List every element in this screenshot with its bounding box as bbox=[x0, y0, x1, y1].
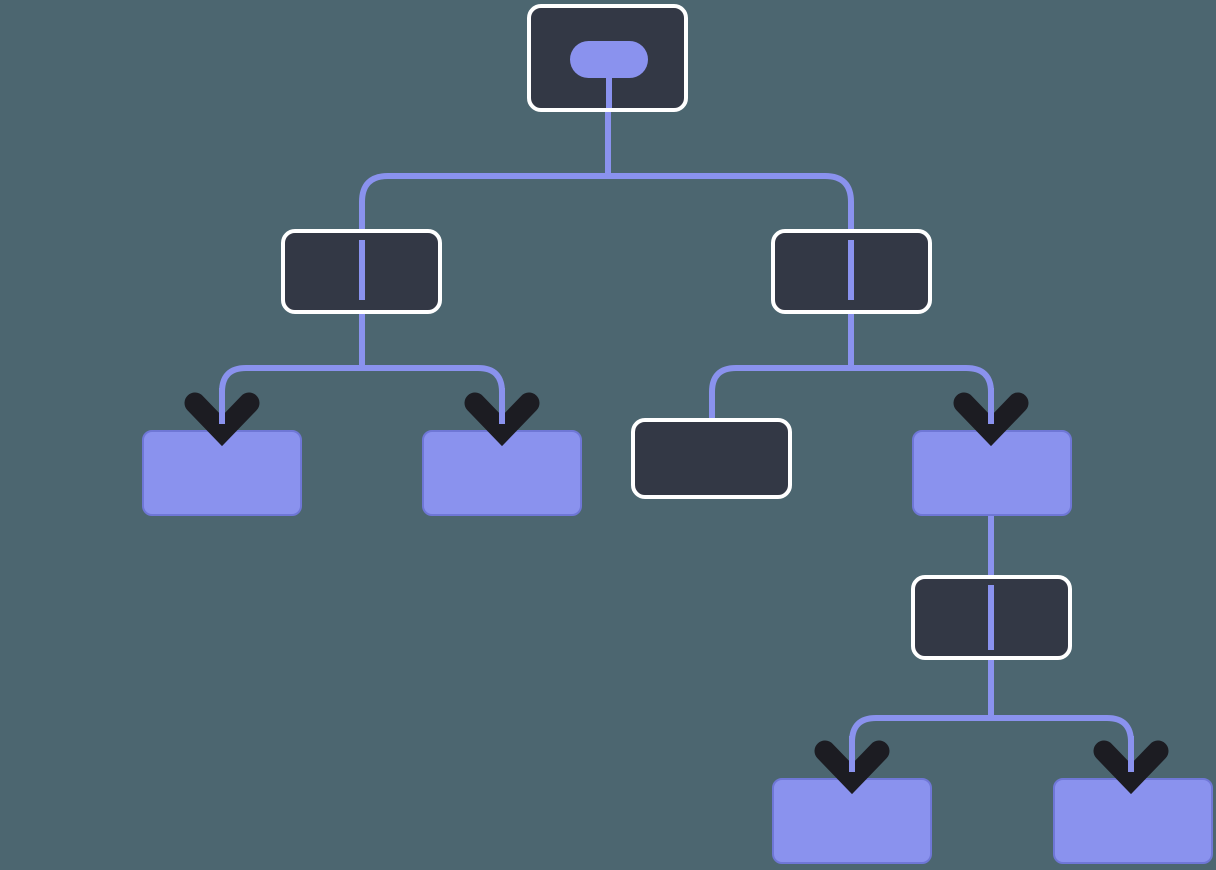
arrowhead-icon bbox=[814, 740, 890, 795]
node-leaf-left-b[interactable] bbox=[422, 430, 582, 516]
arrowhead-icon bbox=[464, 392, 540, 447]
arrowhead-icon bbox=[184, 392, 260, 447]
edge-path bbox=[709, 365, 854, 427]
node-passthrough-line bbox=[359, 240, 365, 300]
node-node-right-accent[interactable] bbox=[912, 430, 1072, 516]
node-leaf-right-dark[interactable] bbox=[631, 418, 792, 499]
arrowhead-icon bbox=[953, 392, 1029, 447]
arrowhead-icon bbox=[1093, 740, 1169, 795]
root-node-pill-badge bbox=[570, 41, 648, 78]
node-leaf-bottom-b[interactable] bbox=[1053, 778, 1213, 864]
node-leaf-left-a[interactable] bbox=[142, 430, 302, 516]
node-passthrough-line bbox=[848, 240, 854, 300]
node-passthrough-line bbox=[988, 585, 994, 650]
node-leaf-bottom-a[interactable] bbox=[772, 778, 932, 864]
root-pill-connector-stub bbox=[606, 76, 612, 108]
